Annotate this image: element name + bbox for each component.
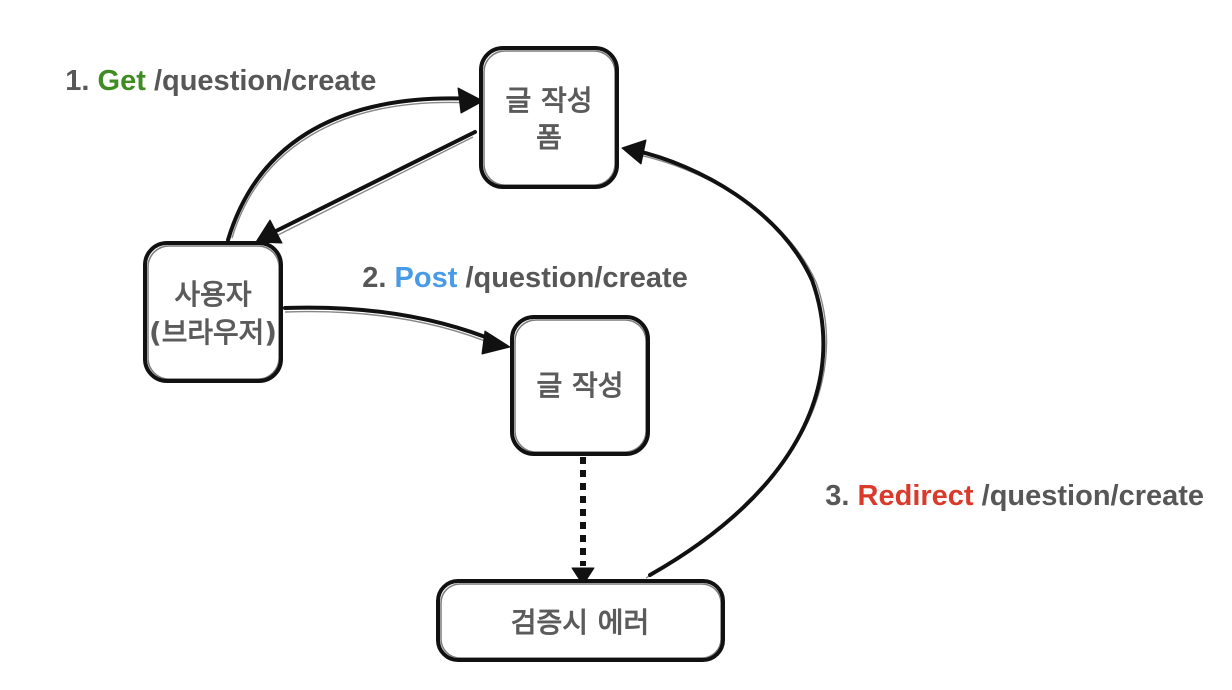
step-label-get: 1. Get /question/create bbox=[25, 65, 401, 97]
arrowhead-icon bbox=[621, 139, 647, 165]
step-path: /question/create bbox=[146, 65, 376, 97]
step-path: /question/create bbox=[457, 262, 687, 294]
edge-user-to-form bbox=[226, 87, 484, 242]
step-path: /question/create bbox=[974, 480, 1204, 512]
node-validation-error: 검증시 에러 bbox=[436, 579, 725, 662]
step-number: 1. bbox=[65, 65, 97, 97]
edge-error-to-form bbox=[621, 139, 828, 579]
step-label-redirect: 3. Redirect /question/create bbox=[785, 480, 1228, 512]
edge-user-to-write bbox=[283, 305, 511, 355]
step-number: 2. bbox=[362, 262, 394, 294]
arrowhead-icon bbox=[571, 567, 595, 586]
arrowhead-icon bbox=[457, 87, 484, 114]
step-number: 3. bbox=[825, 480, 857, 512]
node-validation-error-line-1: 검증시 에러 bbox=[511, 606, 650, 639]
arrowhead-icon bbox=[255, 219, 283, 244]
step-method-post: Post bbox=[395, 262, 458, 294]
arrowhead-icon bbox=[481, 330, 511, 355]
node-form-page-line-1: 글 작성 bbox=[505, 84, 592, 117]
step-method-get: Get bbox=[98, 65, 147, 97]
step-method-redirect: Redirect bbox=[858, 480, 974, 512]
node-write-post-line-1: 글 작성 bbox=[536, 369, 623, 402]
step-label-post: 2. Post /question/create bbox=[322, 262, 712, 294]
node-form-page-line-2: 폼 bbox=[536, 121, 562, 154]
edge-form-to-user bbox=[255, 130, 477, 244]
node-user-browser-line-1: 사용자 bbox=[174, 278, 252, 311]
node-user-browser-line-2: (브라우저) bbox=[149, 316, 277, 349]
node-user-browser: 사용자 (브라우저) bbox=[143, 241, 283, 383]
node-write-post: 글 작성 bbox=[510, 315, 650, 456]
edge-write-to-error bbox=[571, 457, 595, 586]
node-form-page: 글 작성 폼 bbox=[479, 46, 619, 189]
